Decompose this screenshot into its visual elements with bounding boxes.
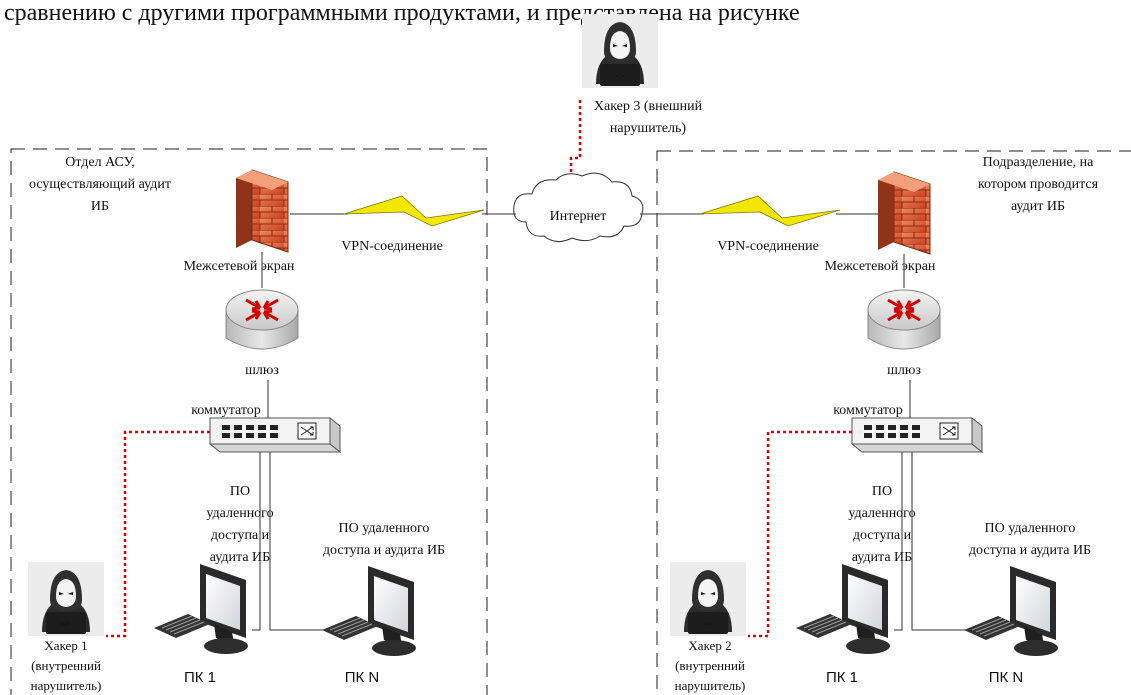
left-software-n-line1: ПО удаленного	[339, 521, 430, 536]
left-software-1-line4: аудита ИБ	[210, 550, 270, 565]
internet-label: Интернет	[550, 209, 607, 224]
left-pc-1-label: ПК 1	[184, 669, 216, 686]
left-switch-icon	[209, 417, 341, 453]
right-hacker-line1: Хакер 2	[688, 638, 731, 653]
left-software-1-line1: ПО	[230, 484, 250, 499]
right-software-1-line1: ПО	[872, 484, 892, 499]
left-hacker-line2: (внутренний	[31, 658, 101, 673]
left-pc-n-icon	[321, 565, 417, 657]
left-gateway-label: шлюз	[245, 363, 279, 378]
right-firewall-label: Межсетевой экран	[825, 259, 936, 274]
left-software-n-line2: доступа и аудита ИБ	[323, 543, 445, 558]
internet-cloud	[513, 172, 644, 242]
left-zone-title-line2: осуществляющий аудит	[29, 177, 171, 192]
right-hacker-line2: (внутренний	[675, 658, 745, 673]
right-pc-n-label: ПК N	[989, 669, 1024, 686]
hacker-3-link	[569, 100, 582, 182]
right-router-icon	[866, 288, 942, 351]
right-switch-pc1-link	[894, 452, 903, 631]
left-switch-pc1-link	[252, 452, 261, 631]
left-router-icon	[224, 288, 300, 351]
right-switch-label: коммутатор	[833, 403, 903, 418]
left-switch-pcn-link	[269, 452, 366, 631]
right-software-1-line2: удаленного	[848, 506, 915, 521]
right-firewall-icon	[877, 171, 931, 255]
right-zone-title-line3: аудит ИБ	[1011, 199, 1065, 214]
left-vpn-label: VPN-соединение	[341, 239, 443, 254]
left-zone-title-line1: Отдел АСУ,	[65, 155, 135, 170]
right-switch-icon	[851, 417, 983, 453]
left-vpn-lightning	[343, 195, 485, 227]
right-software-n-line2: доступа и аудита ИБ	[969, 543, 1091, 558]
right-software-1-line3: доступа и	[853, 528, 912, 543]
header-text: сравнению с другими программными продукт…	[4, 0, 800, 26]
left-software-1-line3: доступа и	[211, 528, 270, 543]
left-hacker-icon	[28, 562, 104, 636]
hacker-3-label-line2: нарушитель)	[610, 121, 686, 136]
left-hacker-link	[106, 430, 210, 638]
right-pc-n-icon	[963, 565, 1059, 657]
left-zone-boundary	[10, 148, 488, 695]
left-firewall-label: Межсетевой экран	[184, 259, 295, 274]
right-vpn-label: VPN-соединение	[717, 239, 819, 254]
right-pc-1-icon	[795, 563, 891, 655]
right-zone-boundary	[656, 150, 1131, 695]
left-pc-1-icon	[153, 563, 249, 655]
right-zone-title-line2: котором проводится	[978, 177, 1099, 192]
right-pc-1-label: ПК 1	[826, 669, 858, 686]
left-zone-title-line3: ИБ	[91, 199, 109, 214]
right-software-1-line4: аудита ИБ	[852, 550, 912, 565]
right-hacker-icon	[670, 562, 746, 636]
right-hacker-link	[748, 430, 852, 638]
left-hacker-line3: нарушитель)	[31, 678, 102, 693]
left-pc-n-label: ПК N	[345, 669, 380, 686]
right-hacker-line3: нарушитель)	[675, 678, 746, 693]
right-zone-title-line1: Подразделение, на	[983, 155, 1095, 170]
left-hacker-line1: Хакер 1	[44, 638, 87, 653]
left-switch-label: коммутатор	[191, 403, 261, 418]
left-software-1-line2: удаленного	[206, 506, 273, 521]
right-switch-pcn-link	[911, 452, 1008, 631]
right-gateway-label: шлюз	[887, 363, 921, 378]
hacker-3-label-line1: Хакер 3 (внешний	[594, 99, 703, 114]
right-vpn-lightning	[699, 195, 841, 227]
hacker-3-icon	[582, 14, 658, 88]
left-firewall-icon	[235, 169, 289, 253]
right-software-n-line1: ПО удаленного	[985, 521, 1076, 536]
